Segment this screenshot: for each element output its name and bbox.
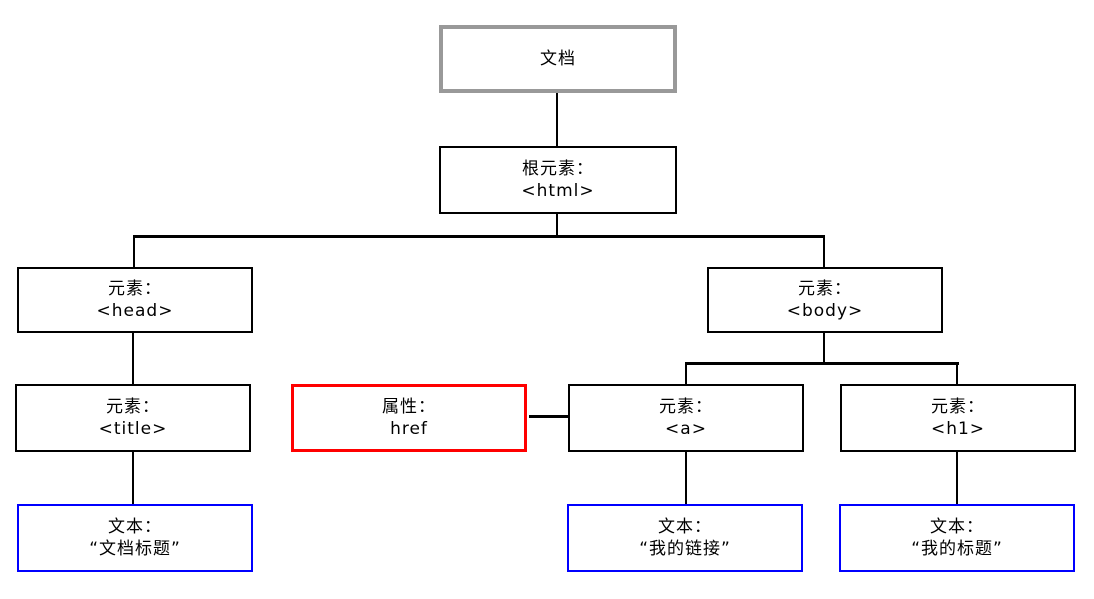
connector-branch-main — [133, 235, 825, 238]
node-element-head: 元素： <head> — [17, 267, 253, 333]
node-element-body: 元素： <body> — [707, 267, 943, 333]
node-text-my-link: 文本： “我的链接” — [567, 504, 803, 572]
node-title-label: 元素： — [106, 397, 160, 417]
node-document-label: 文档 — [540, 49, 576, 69]
node-document: 文档 — [439, 25, 677, 93]
node-text-title-value: “文档标题” — [89, 539, 181, 559]
node-text-document-title: 文本： “文档标题” — [17, 504, 253, 572]
node-root-tag: <html> — [521, 181, 595, 201]
connector-head-title — [132, 333, 134, 384]
node-text-my-heading: 文本： “我的标题” — [839, 504, 1075, 572]
node-text-title-label: 文本： — [108, 517, 162, 537]
node-root-element-html: 根元素： <html> — [439, 146, 677, 214]
connector-a-text — [685, 452, 687, 504]
node-text-h1-value: “我的标题” — [911, 539, 1003, 559]
node-head-label: 元素： — [108, 279, 162, 299]
connector-body-subbranch — [823, 333, 825, 362]
connector-h1-text — [956, 452, 958, 504]
connector-branch-body — [823, 238, 825, 267]
connector-title-text — [132, 452, 134, 504]
node-h1-label: 元素： — [931, 397, 985, 417]
node-href-value: href — [390, 419, 428, 439]
node-text-link-label: 文本： — [658, 517, 712, 537]
node-body-label: 元素： — [798, 279, 852, 299]
node-element-a: 元素： <a> — [568, 384, 804, 452]
connector-href-a — [529, 415, 568, 418]
node-title-tag: <title> — [98, 419, 168, 439]
node-head-tag: <head> — [96, 301, 174, 321]
node-element-title: 元素： <title> — [15, 384, 251, 452]
node-body-tag: <body> — [786, 301, 864, 321]
node-href-label: 属性： — [382, 397, 436, 417]
node-a-tag: <a> — [665, 419, 707, 439]
node-text-h1-label: 文本： — [930, 517, 984, 537]
connector-root-branch — [556, 214, 558, 235]
node-a-label: 元素： — [659, 397, 713, 417]
node-text-link-value: “我的链接” — [639, 539, 731, 559]
node-root-label: 根元素： — [522, 159, 594, 179]
connector-subbranch — [685, 362, 959, 365]
connector-subbranch-a — [685, 365, 687, 384]
connector-branch-head — [133, 238, 135, 267]
connector-subbranch-h1 — [956, 365, 958, 384]
node-h1-tag: <h1> — [930, 419, 986, 439]
connector-document-root — [556, 93, 558, 146]
node-element-h1: 元素： <h1> — [840, 384, 1076, 452]
node-attribute-href: 属性： href — [291, 384, 527, 452]
